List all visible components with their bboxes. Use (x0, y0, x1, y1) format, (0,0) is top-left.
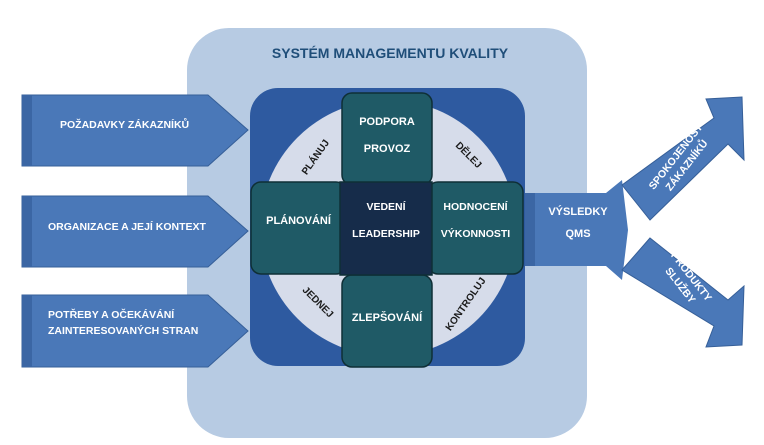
bottom-block-label: ZLEPŠOVÁNÍ (351, 312, 423, 324)
top-block-label-1: PODPORA (359, 116, 415, 128)
output-label-1: VÝSLEDKY (548, 206, 608, 218)
output-arrow (525, 180, 628, 280)
left-block-label: PLÁNOVÁNÍ (266, 215, 331, 227)
input-label-3-line2: ZAINTERESOVANÝCH STRAN (48, 325, 199, 338)
top-block (341, 92, 433, 186)
center-label-2: LEADERSHIP (352, 228, 420, 240)
center-label-1: VEDENÍ (366, 201, 406, 213)
input-label-3-line1: POTŘEBY A OČEKÁVÁNÍ (48, 309, 175, 321)
top-block-label-2: PROVOZ (363, 143, 411, 155)
output-label-2: QMS (565, 228, 591, 240)
diagram-title: SYSTÉM MANAGEMENTU KVALITY (271, 45, 509, 61)
right-block-label-2: VÝKONNOSTI (440, 228, 511, 240)
center-block (339, 181, 433, 276)
input-arrow-2 (21, 195, 249, 268)
branch-arrow-lower (621, 237, 745, 348)
input-label-3: POTŘEBY A OČEKÁVÁNÍ ZAINTERESOVANÝCH STR… (48, 307, 198, 340)
input-label-2: ORGANIZACE A JEJÍ KONTEXT (48, 221, 206, 233)
right-block-label-1: HODNOCENÍ (443, 201, 508, 213)
input-arrow-3 (21, 294, 249, 368)
input-label-1: POŽADAVKY ZÁKAZNÍKŮ (60, 119, 190, 131)
input-arrow-1 (21, 94, 249, 167)
branch-arrow-upper (621, 96, 745, 221)
